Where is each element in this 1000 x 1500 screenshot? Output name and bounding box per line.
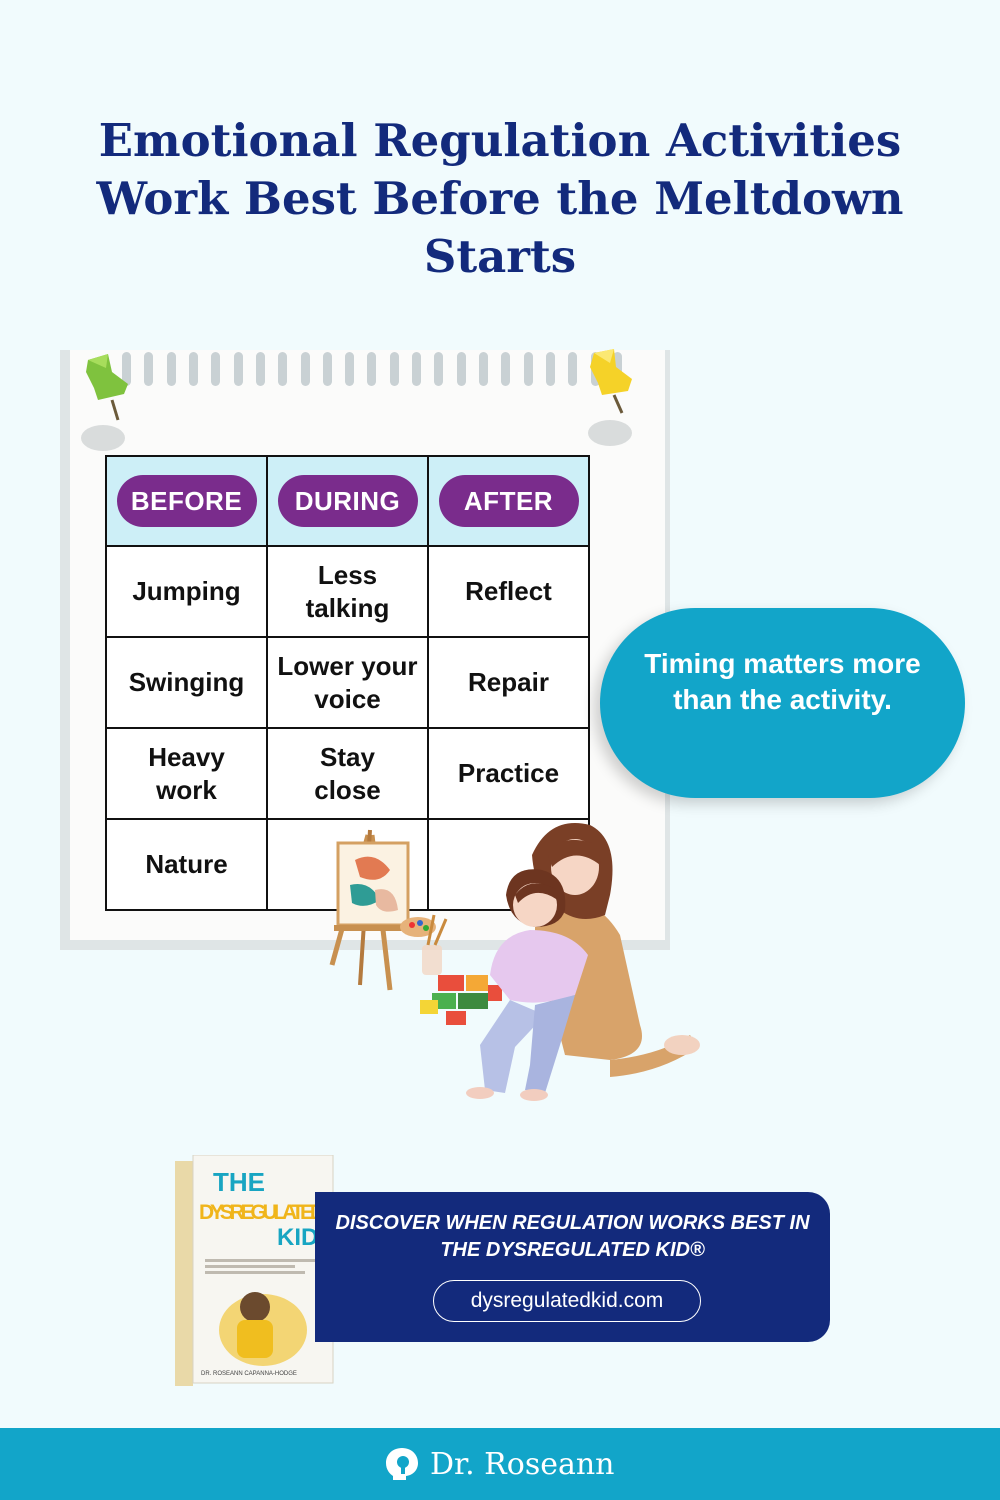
header-after: AFTER <box>438 475 579 527</box>
table-header-row: BEFORE DURING AFTER <box>105 455 590 547</box>
table-row: Heavy work Stay close Practice <box>105 727 590 820</box>
book-cover-icon: THE DYSREGULATED KID DR. ROSEANN CAPANNA… <box>175 1155 334 1386</box>
footer-brand[interactable]: Dr. Roseann <box>384 1446 615 1482</box>
table-cell: Swinging <box>105 636 268 729</box>
title-line-3: Starts <box>423 230 577 283</box>
header-during: DURING <box>277 475 418 527</box>
brand-name: Dr. Roseann <box>430 1446 615 1482</box>
easel-icon <box>329 829 436 991</box>
book-title-kid: KID <box>277 1224 318 1251</box>
header-before: BEFORE <box>116 475 257 527</box>
title-line-2: Work Best Before the Meltdown <box>96 172 904 225</box>
notepad-perforations <box>122 352 622 390</box>
book-promo-banner[interactable]: Discover when regulation works best in T… <box>315 1192 830 1342</box>
child-figure <box>466 869 588 1101</box>
table-cell: Repair <box>427 636 590 729</box>
table-cell: Reflect <box>427 545 590 638</box>
footer-bar: Dr. Roseann <box>0 1428 1000 1500</box>
table-row: Jumping Less talking Reflect <box>105 545 590 638</box>
table-cell: Heavy work <box>105 727 268 820</box>
callout-bubble: Timing matters more than the activity. <box>600 608 965 798</box>
callout-text: Timing matters more than the activity. <box>644 648 921 715</box>
table-cell: Practice <box>427 727 590 820</box>
page-title: Emotional Regulation Activities Work Bes… <box>50 112 950 286</box>
parent-child-play-illustration <box>329 823 700 1101</box>
green-pushpin-icon <box>81 354 128 451</box>
table-cell: Jumping <box>105 545 268 638</box>
table-row: Swinging Lower your voice Repair <box>105 636 590 729</box>
yellow-pushpin-icon <box>588 349 632 446</box>
book-title-the: THE <box>213 1167 265 1197</box>
table-cell: Stay close <box>266 727 429 820</box>
toy-blocks-icon <box>420 975 502 1025</box>
promo-text: Discover when regulation works best in T… <box>335 1212 810 1261</box>
regulation-activities-table: BEFORE DURING AFTER Jumping Less talking… <box>105 455 590 911</box>
book-title-dys: DYSREGULATED <box>199 1201 325 1224</box>
website-link[interactable]: dysregulatedkid.com <box>433 1280 701 1322</box>
book-author: DR. ROSEANN CAPANNA-HODGE <box>201 1371 297 1377</box>
table-cell: Less talking <box>266 545 429 638</box>
table-cell: Nature <box>105 818 268 911</box>
title-line-1: Emotional Regulation Activities <box>98 114 902 167</box>
head-logo-icon <box>386 1448 418 1480</box>
table-cell: Lower your voice <box>266 636 429 729</box>
